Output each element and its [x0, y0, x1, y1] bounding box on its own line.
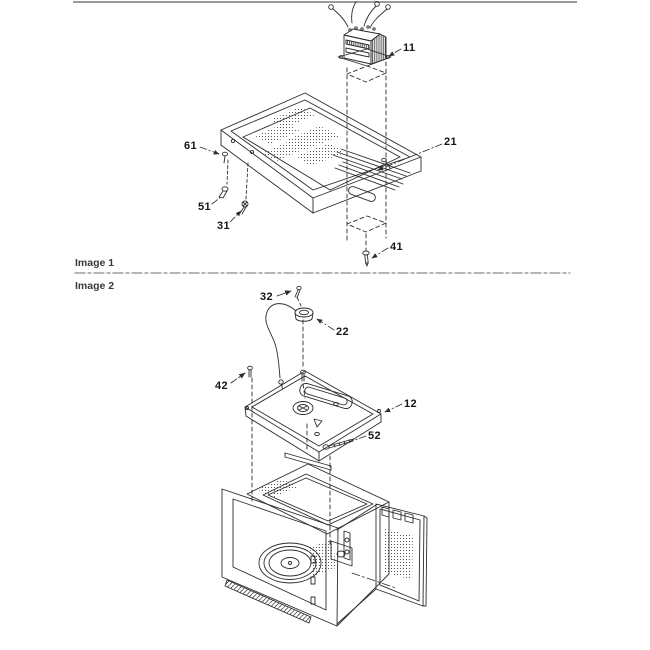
- callout-image-2-12: 12: [404, 398, 418, 410]
- callout-image-2-22: 22: [336, 326, 350, 338]
- image2-drawing: [221, 285, 428, 627]
- support-bracket-drawing: [284, 452, 332, 471]
- callout-image-1-61: 61: [184, 140, 198, 152]
- transformer-wires-drawing: [328, 1, 391, 29]
- screw-52-drawing: [322, 438, 354, 450]
- leader-42: [230, 372, 246, 384]
- base-pan-drawing: [220, 92, 422, 214]
- cavity-body-drawing: [221, 463, 397, 627]
- alignment-dashes-image2: [251, 296, 331, 547]
- leader-lines-image1: [199, 48, 443, 259]
- top-border-rule: [73, 1, 577, 3]
- callout-image-1-41: 41: [390, 241, 404, 253]
- callout-image-2-42: 42: [215, 380, 229, 392]
- wire-drawing: [265, 303, 297, 390]
- callout-image-2-32: 32: [260, 291, 274, 303]
- image1-drawing: [199, 1, 443, 267]
- callout-image-1-21: 21: [444, 136, 458, 148]
- antenna-cap-drawing: [294, 307, 314, 322]
- screw-32-drawing: [294, 285, 302, 299]
- caption-image-1: Image 1: [75, 257, 115, 269]
- top-plate-drawing: [244, 370, 382, 462]
- leader-32: [276, 290, 292, 297]
- callout-image-1-11: 11: [403, 42, 416, 54]
- side-door-drawing: [375, 503, 428, 607]
- callout-image-1-51: 51: [198, 201, 212, 213]
- transformer-drawing: [337, 25, 392, 67]
- screw-42-drawing: [247, 365, 253, 378]
- mounting-bolt-drawing: [362, 250, 370, 267]
- callout-image-2-52: 52: [368, 430, 382, 442]
- screws-drawing: [218, 151, 249, 215]
- caption-image-2: Image 2: [75, 280, 115, 292]
- projection-lines-drawing: [346, 61, 387, 251]
- callout-image-1-31: 31: [217, 220, 231, 232]
- leader-lines-image2: [316, 318, 403, 442]
